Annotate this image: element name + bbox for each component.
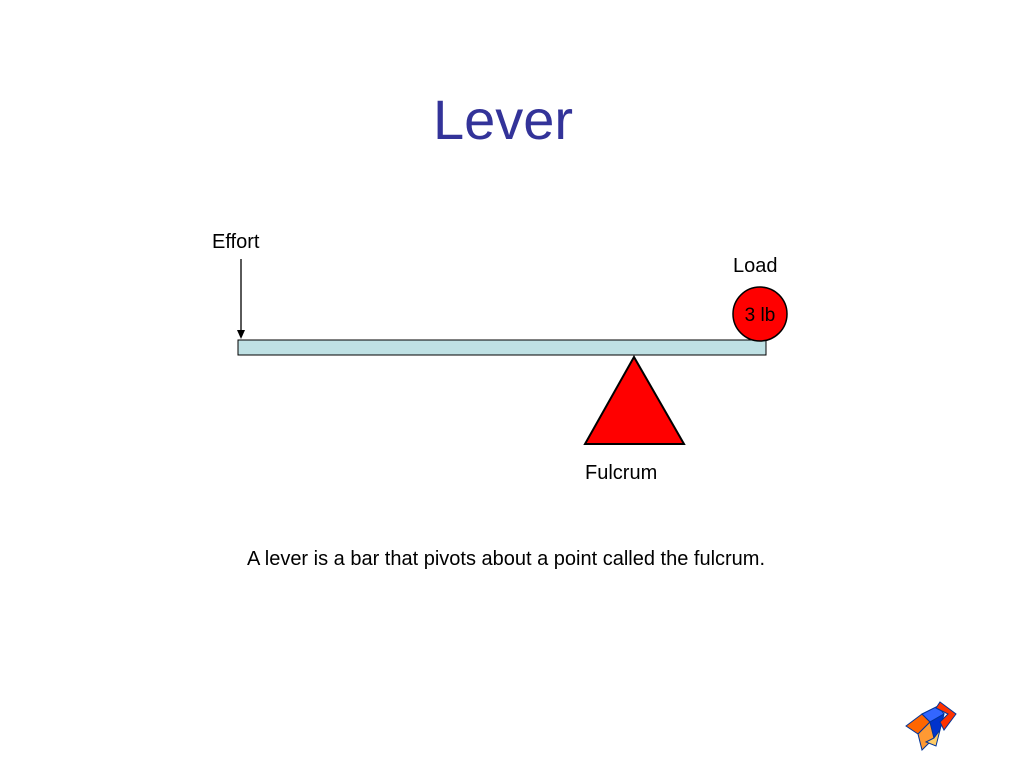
load-weight: 3 lb [745, 305, 776, 326]
fulcrum-label: Fulcrum [585, 462, 658, 484]
next-slide-arrow-icon[interactable] [904, 700, 958, 754]
slide-caption: A lever is a bar that pivots about a poi… [246, 548, 766, 570]
load-label: Load [733, 255, 778, 277]
effort-arrow-head [237, 330, 245, 339]
effort-label: Effort [212, 231, 260, 253]
lever-beam [237, 339, 767, 356]
slide-title: Lever [432, 88, 574, 151]
load-ball [732, 286, 788, 342]
fulcrum-triangle [583, 354, 686, 445]
